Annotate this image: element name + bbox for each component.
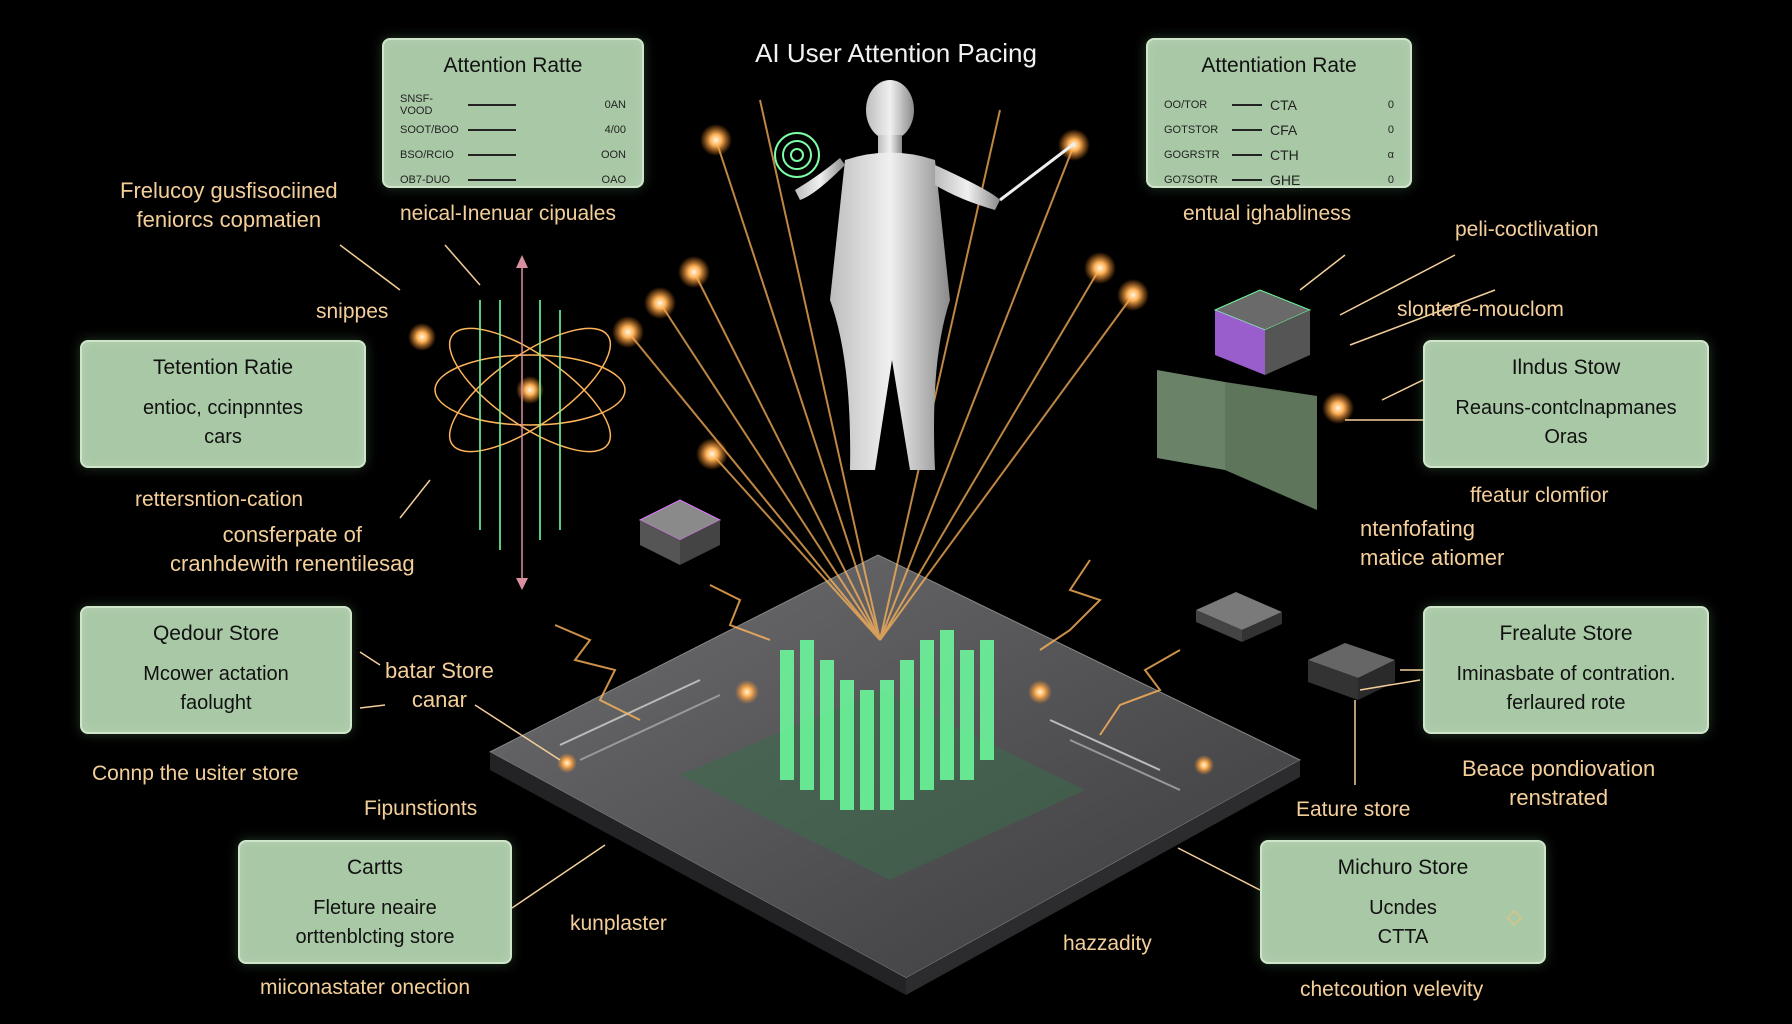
frealute-store-panel: Frealute Store Iminasbate of contration.… — [1423, 606, 1709, 734]
label-snippes: snippes — [316, 300, 389, 323]
label-frequency: Frelucoy gusfisociined feniorcs copmatie… — [120, 178, 338, 232]
panel-line: Iminasbate of contration. — [1456, 663, 1676, 685]
panel-line: cars — [204, 426, 242, 448]
label-hazzadity: hazzadity — [1063, 932, 1152, 955]
light-beams — [627, 99, 1134, 641]
label-neical: neical-Inenuar cipuales — [400, 202, 616, 225]
label-beace: Beace pondiovation renstrated — [1462, 756, 1656, 810]
panel-line: Oras — [1544, 426, 1588, 448]
carts-panel: Cartts Fleture neaire orttenblcting store — [238, 840, 512, 964]
panel-title: Michuro Store — [1337, 856, 1469, 879]
label-batar-store: batar Store canar — [385, 658, 494, 712]
label-consferpate: consferpate of cranhdewith renentilesag — [170, 522, 415, 576]
label-miconastater: miiconastater onection — [260, 976, 471, 999]
diamond-icon: ◇ — [1506, 906, 1522, 928]
label-ntenfofating: ntenfofating matice atiomer — [1360, 516, 1505, 570]
label-entual: entual ighabliness — [1183, 202, 1352, 225]
cube-right-mid — [1196, 592, 1282, 642]
label-fipunstionts: Fipunstionts — [364, 797, 478, 820]
qedour-store-panel: Qedour Store Mcower actation faolught — [80, 606, 352, 734]
label-peli: peli-coctlivation — [1455, 218, 1599, 241]
panel-line: Reauns-contclnapmanes — [1455, 397, 1677, 419]
panel-line: Fleture neaire — [313, 897, 437, 919]
lightning-effects — [554, 559, 1181, 736]
panel-line: orttenblcting store — [295, 926, 455, 948]
label-slontere: slontere-mouclom — [1397, 298, 1564, 321]
label-kunplaster: kunplaster — [570, 912, 667, 935]
atom-icon — [434, 327, 626, 453]
panel-line: Mcower actation — [143, 663, 289, 685]
panel-title: Cartts — [346, 856, 403, 879]
connector-lines — [339, 244, 1496, 909]
cube-right-top — [1213, 289, 1312, 375]
panel-line: entioc, ccinpnntes — [142, 397, 304, 419]
panel-line: ferlaured rote — [1506, 692, 1626, 714]
panel-title: Attentiation Rate — [1201, 54, 1357, 77]
panel-title: Qedour Store — [152, 622, 280, 645]
green-bar-cluster — [780, 630, 994, 810]
panel-title: Ilndus Stow — [1511, 356, 1621, 379]
arrow-down-icon — [516, 578, 528, 590]
panel-title: Attention Ratte — [443, 54, 583, 77]
panel-title: Frealute Store — [1499, 622, 1633, 645]
diagram-title: AI User Attention Pacing — [755, 38, 1037, 68]
tetention-rate-panel: Tetention Ratie entioc, ccinpnntes cars — [80, 340, 366, 468]
label-eature-store: Eature store — [1296, 798, 1411, 821]
vertical-green-lines — [479, 300, 561, 550]
data-screen-icon — [1157, 370, 1317, 510]
panel-line: Ucndes — [1369, 897, 1437, 919]
cube-left — [638, 499, 722, 565]
panel-line: CTTA — [1377, 926, 1429, 948]
spiral-orb-icon — [774, 132, 820, 178]
cube-right-dark — [1308, 643, 1395, 700]
label-chetcoution: chetcoution velevity — [1300, 978, 1484, 1001]
baton-icon — [999, 141, 1076, 202]
label-conn-user-store: Connp the usiter store — [92, 762, 299, 785]
label-retention-cation: rettersntion-cation — [135, 488, 304, 511]
arrow-up-icon — [516, 255, 528, 268]
human-figure — [795, 80, 1000, 470]
panel-line: faolught — [180, 692, 252, 714]
label-ffeatur: ffeatur clomfior — [1470, 484, 1609, 507]
panel-title: Tetention Ratie — [152, 356, 294, 379]
